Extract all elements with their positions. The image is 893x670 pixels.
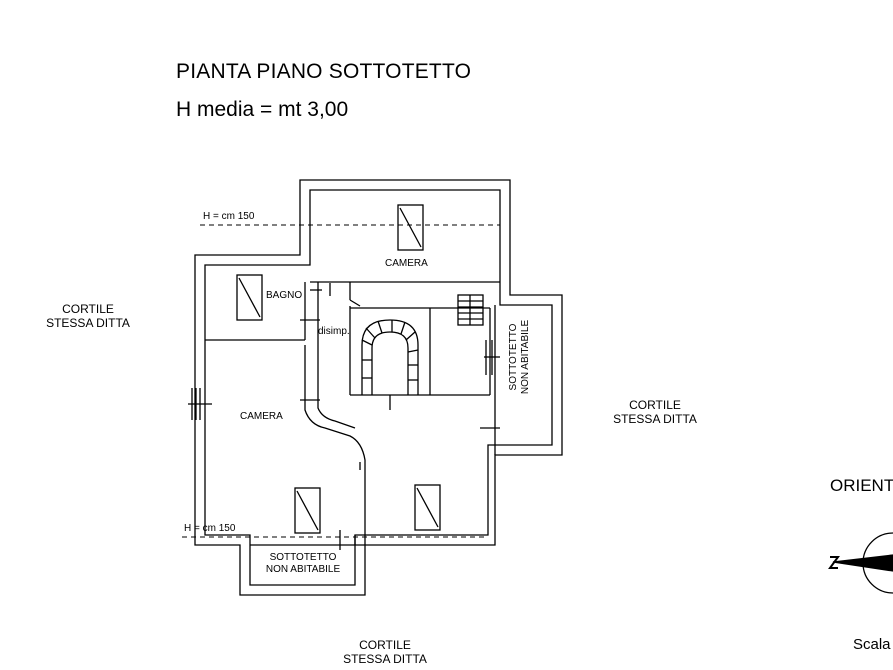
outer-walls xyxy=(194,179,563,596)
room-label-sottotetto-bottom: SOTTOTETTO NON ABITABILE xyxy=(253,552,353,576)
sottotetto-bottom-line1: SOTTOTETTO xyxy=(269,552,337,563)
staircase-icon xyxy=(361,319,419,410)
compass-icon xyxy=(828,532,893,594)
page-title: PIANTA PIANO SOTTOTETTO xyxy=(176,60,472,83)
cortile-right-line2: STESSA DITTA xyxy=(613,412,697,426)
height-lines xyxy=(182,224,500,538)
room-label-sottotetto-right: SOTTOTETTO NON ABITABILE xyxy=(508,317,532,397)
height-annotation-bottom: H = cm 150 xyxy=(184,523,236,534)
sottotetto-right-line1: SOTTOTETTO xyxy=(508,323,519,391)
room-label-camera-left: CAMERA xyxy=(240,411,283,422)
height-annotation-top: H = cm 150 xyxy=(203,211,255,222)
room-label-bagno: BAGNO xyxy=(266,290,303,301)
cortile-right-line1: CORTILE xyxy=(629,398,681,412)
sottotetto-right-line2: NON ABITABILE xyxy=(520,319,531,395)
scale-label: Scala xyxy=(853,636,891,653)
page-subtitle: H media = mt 3,00 xyxy=(176,98,349,121)
skylight-icon xyxy=(236,204,441,534)
staircase-icon xyxy=(457,294,484,326)
cortile-bottom: CORTILE STESSA DITTA xyxy=(330,638,440,666)
internal-walls xyxy=(205,281,500,546)
window-icon xyxy=(188,283,500,550)
cortile-left-line2: STESSA DITTA xyxy=(46,316,130,330)
sottotetto-bottom-line2: NON ABITABILE xyxy=(265,564,341,575)
cortile-right: CORTILE STESSA DITTA xyxy=(600,398,710,426)
orientation-label: ORIENT xyxy=(830,476,893,495)
cortile-left: CORTILE STESSA DITTA xyxy=(30,302,146,330)
room-label-disimpegno: disimp. xyxy=(318,326,350,337)
cortile-bottom-line1: CORTILE xyxy=(359,638,411,652)
room-label-camera-top: CAMERA xyxy=(385,258,428,269)
cortile-left-line1: CORTILE xyxy=(62,302,114,316)
cortile-bottom-line2: STESSA DITTA xyxy=(343,652,427,666)
